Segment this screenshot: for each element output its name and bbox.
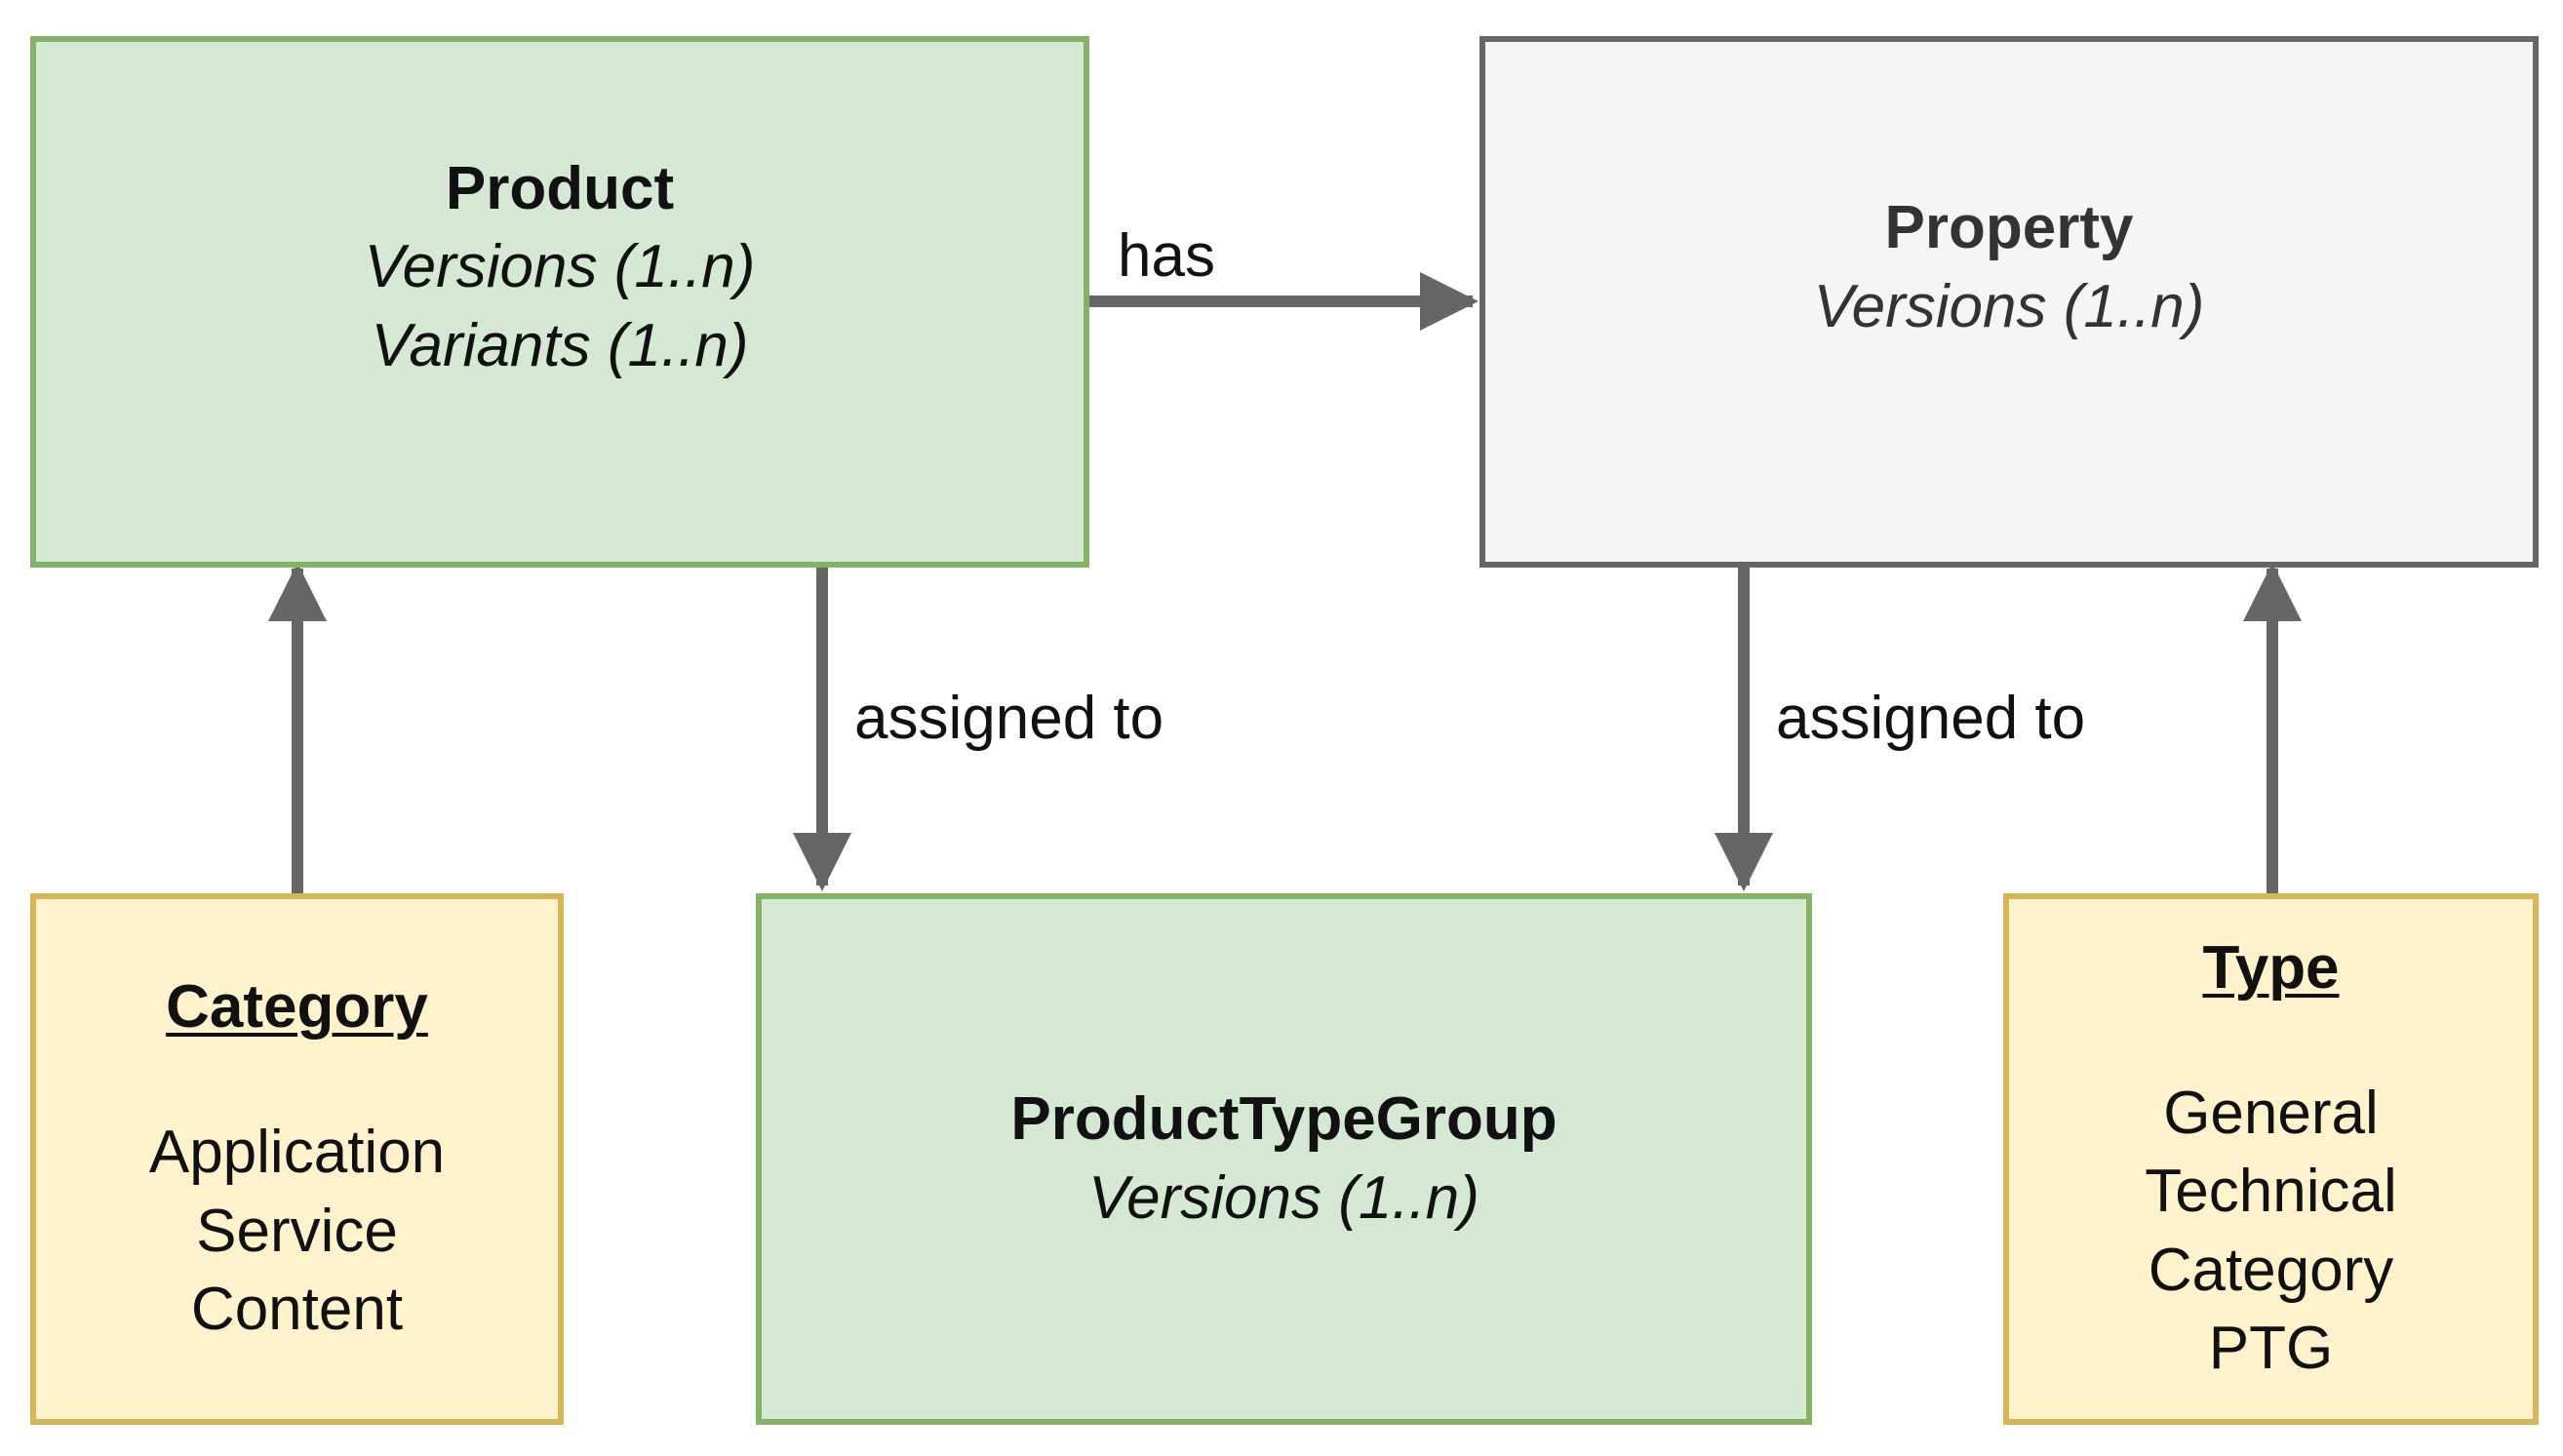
category-item-service: Service — [196, 1197, 398, 1265]
edge-label-property-assigned-to: assigned to — [1776, 685, 2086, 752]
type-item-technical: Technical — [2145, 1158, 2397, 1226]
product-versions: Versions (1..n) — [364, 233, 756, 301]
product-type-group-versions: Versions (1..n) — [1088, 1163, 1479, 1232]
property-node[interactable]: Property Versions (1..n) — [1479, 36, 2539, 568]
property-title: Property — [1884, 193, 2134, 261]
edge-label-product-assigned-to: assigned to — [854, 685, 1164, 752]
category-item-application: Application — [148, 1118, 446, 1186]
product-type-group-title: ProductTypeGroup — [1010, 1084, 1558, 1153]
product-title: Product — [445, 154, 675, 222]
type-node[interactable]: Type General Technical Category PTG — [2003, 893, 2539, 1425]
product-node[interactable]: Product Versions (1..n) Variants (1..n) — [30, 36, 1089, 568]
category-item-content: Content — [190, 1276, 404, 1344]
type-item-ptg: PTG — [2208, 1315, 2334, 1383]
category-node[interactable]: Category Application Service Content — [30, 893, 564, 1425]
edge-label-has: has — [1118, 222, 1215, 290]
type-item-category: Category — [2148, 1236, 2394, 1304]
product-type-group-node[interactable]: ProductTypeGroup Versions (1..n) — [756, 893, 1812, 1425]
type-item-general: General — [2163, 1079, 2379, 1147]
product-variants: Variants (1..n) — [371, 311, 749, 379]
property-versions: Versions (1..n) — [1813, 272, 2205, 340]
type-title: Type — [2202, 934, 2340, 1003]
category-title: Category — [166, 973, 428, 1042]
